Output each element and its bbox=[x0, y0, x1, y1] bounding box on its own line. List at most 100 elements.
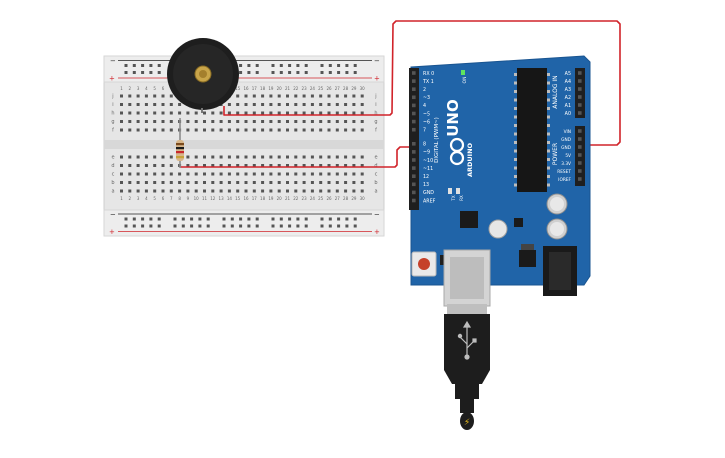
breadboard-hole[interactable] bbox=[294, 189, 298, 193]
breadboard-hole[interactable] bbox=[261, 189, 265, 193]
breadboard-hole[interactable] bbox=[244, 172, 248, 176]
breadboard-hole[interactable] bbox=[335, 103, 339, 106]
breadboard-hole[interactable] bbox=[252, 181, 256, 184]
breadboard-hole[interactable] bbox=[352, 128, 356, 132]
breadboard-hole[interactable] bbox=[327, 94, 331, 98]
digital-pin-socket[interactable] bbox=[412, 142, 416, 146]
breadboard-hole[interactable] bbox=[277, 164, 281, 167]
breadboard-hole[interactable] bbox=[169, 181, 173, 184]
wires[interactable] bbox=[180, 20, 621, 168]
breadboard-hole[interactable] bbox=[227, 164, 231, 167]
breadboard-hole[interactable] bbox=[327, 120, 331, 123]
breadboard-hole[interactable] bbox=[277, 172, 281, 176]
breadboard-hole[interactable] bbox=[335, 155, 339, 159]
breadboard-hole[interactable] bbox=[277, 120, 281, 123]
breadboard-hole[interactable] bbox=[203, 128, 206, 132]
rail-hole[interactable] bbox=[141, 224, 145, 228]
breadboard-hole[interactable] bbox=[136, 120, 140, 123]
piezo-buzzer[interactable] bbox=[167, 38, 239, 113]
digital-pin-socket[interactable] bbox=[412, 71, 416, 75]
rail-hole[interactable] bbox=[230, 224, 234, 228]
breadboard-hole[interactable] bbox=[161, 155, 165, 159]
power-pin-socket[interactable] bbox=[578, 145, 582, 149]
rail-hole[interactable] bbox=[157, 224, 161, 228]
breadboard-hole[interactable] bbox=[261, 155, 265, 159]
rail-hole[interactable] bbox=[190, 224, 194, 228]
breadboard-hole[interactable] bbox=[161, 164, 165, 167]
breadboard-hole[interactable] bbox=[277, 111, 281, 115]
breadboard-hole[interactable] bbox=[236, 94, 240, 98]
breadboard-hole[interactable] bbox=[310, 164, 314, 167]
usb-cable[interactable]: ⚡ bbox=[444, 304, 490, 430]
rail-hole[interactable] bbox=[247, 224, 251, 228]
breadboard-hole[interactable] bbox=[169, 94, 173, 98]
digital-pin-socket[interactable] bbox=[412, 166, 416, 170]
breadboard-hole[interactable] bbox=[120, 111, 123, 115]
breadboard-hole[interactable] bbox=[335, 111, 339, 115]
breadboard-hole[interactable] bbox=[261, 128, 265, 132]
rail-hole[interactable] bbox=[239, 224, 243, 228]
rail-hole[interactable] bbox=[353, 71, 357, 74]
breadboard-hole[interactable] bbox=[335, 120, 339, 123]
wire-buzzer-to-pin8[interactable] bbox=[223, 20, 621, 146]
digital-pin-socket[interactable] bbox=[412, 158, 416, 162]
rail-hole[interactable] bbox=[255, 217, 259, 221]
breadboard-hole[interactable] bbox=[344, 94, 348, 98]
rail-hole[interactable] bbox=[328, 217, 332, 221]
rail-hole[interactable] bbox=[271, 217, 275, 221]
rail-hole[interactable] bbox=[239, 71, 243, 74]
rail-hole[interactable] bbox=[239, 217, 243, 221]
digital-pin-socket[interactable] bbox=[412, 119, 416, 124]
power-pin-socket[interactable] bbox=[578, 129, 582, 133]
rail-hole[interactable] bbox=[124, 71, 128, 74]
breadboard-hole[interactable] bbox=[194, 128, 198, 132]
breadboard-hole[interactable] bbox=[144, 103, 148, 106]
breadboard-hole[interactable] bbox=[319, 189, 323, 193]
breadboard-hole[interactable] bbox=[294, 155, 298, 159]
breadboard-hole[interactable] bbox=[302, 111, 306, 115]
digital-pin-socket[interactable] bbox=[412, 182, 416, 187]
breadboard-hole[interactable] bbox=[227, 172, 231, 176]
breadboard-hole[interactable] bbox=[261, 172, 265, 176]
breadboard-hole[interactable] bbox=[186, 181, 190, 184]
breadboard-hole[interactable] bbox=[186, 164, 190, 167]
breadboard-hole[interactable] bbox=[286, 94, 289, 98]
breadboard-hole[interactable] bbox=[252, 103, 256, 106]
rail-hole[interactable] bbox=[353, 224, 357, 228]
breadboard-hole[interactable] bbox=[219, 189, 223, 193]
rail-hole[interactable] bbox=[304, 224, 308, 228]
power-pin-socket[interactable] bbox=[578, 169, 582, 173]
breadboard-hole[interactable] bbox=[194, 111, 198, 115]
breadboard-hole[interactable] bbox=[261, 94, 265, 98]
breadboard-hole[interactable] bbox=[319, 103, 323, 106]
breadboard-hole[interactable] bbox=[277, 103, 281, 106]
rail-hole[interactable] bbox=[157, 217, 161, 221]
breadboard-hole[interactable] bbox=[294, 103, 298, 106]
breadboard-hole[interactable] bbox=[286, 120, 289, 123]
breadboard-hole[interactable] bbox=[244, 103, 248, 106]
breadboard-hole[interactable] bbox=[327, 164, 331, 167]
breadboard-hole[interactable] bbox=[269, 103, 273, 106]
breadboard-hole[interactable] bbox=[360, 111, 364, 115]
breadboard-hole[interactable] bbox=[169, 103, 173, 106]
breadboard-hole[interactable] bbox=[261, 181, 265, 184]
breadboard-hole[interactable] bbox=[352, 181, 356, 184]
power-header-pins[interactable] bbox=[578, 129, 582, 181]
breadboard-hole[interactable] bbox=[128, 164, 132, 167]
breadboard-hole[interactable] bbox=[227, 103, 231, 106]
breadboard-hole[interactable] bbox=[269, 164, 273, 167]
breadboard[interactable]: − + − + − + − + 112233445566778899101011… bbox=[103, 55, 385, 237]
breadboard-hole[interactable] bbox=[310, 189, 314, 193]
breadboard-hole[interactable] bbox=[219, 111, 223, 115]
breadboard-hole[interactable] bbox=[352, 111, 356, 115]
breadboard-hole[interactable] bbox=[319, 164, 323, 167]
breadboard-hole[interactable] bbox=[244, 94, 248, 98]
breadboard-hole[interactable] bbox=[327, 189, 331, 193]
breadboard-hole[interactable] bbox=[153, 155, 157, 159]
breadboard-hole[interactable] bbox=[344, 164, 348, 167]
breadboard-hole[interactable] bbox=[252, 111, 256, 115]
breadboard-hole[interactable] bbox=[310, 103, 314, 106]
breadboard-hole[interactable] bbox=[269, 111, 273, 115]
breadboard-hole[interactable] bbox=[227, 120, 231, 123]
